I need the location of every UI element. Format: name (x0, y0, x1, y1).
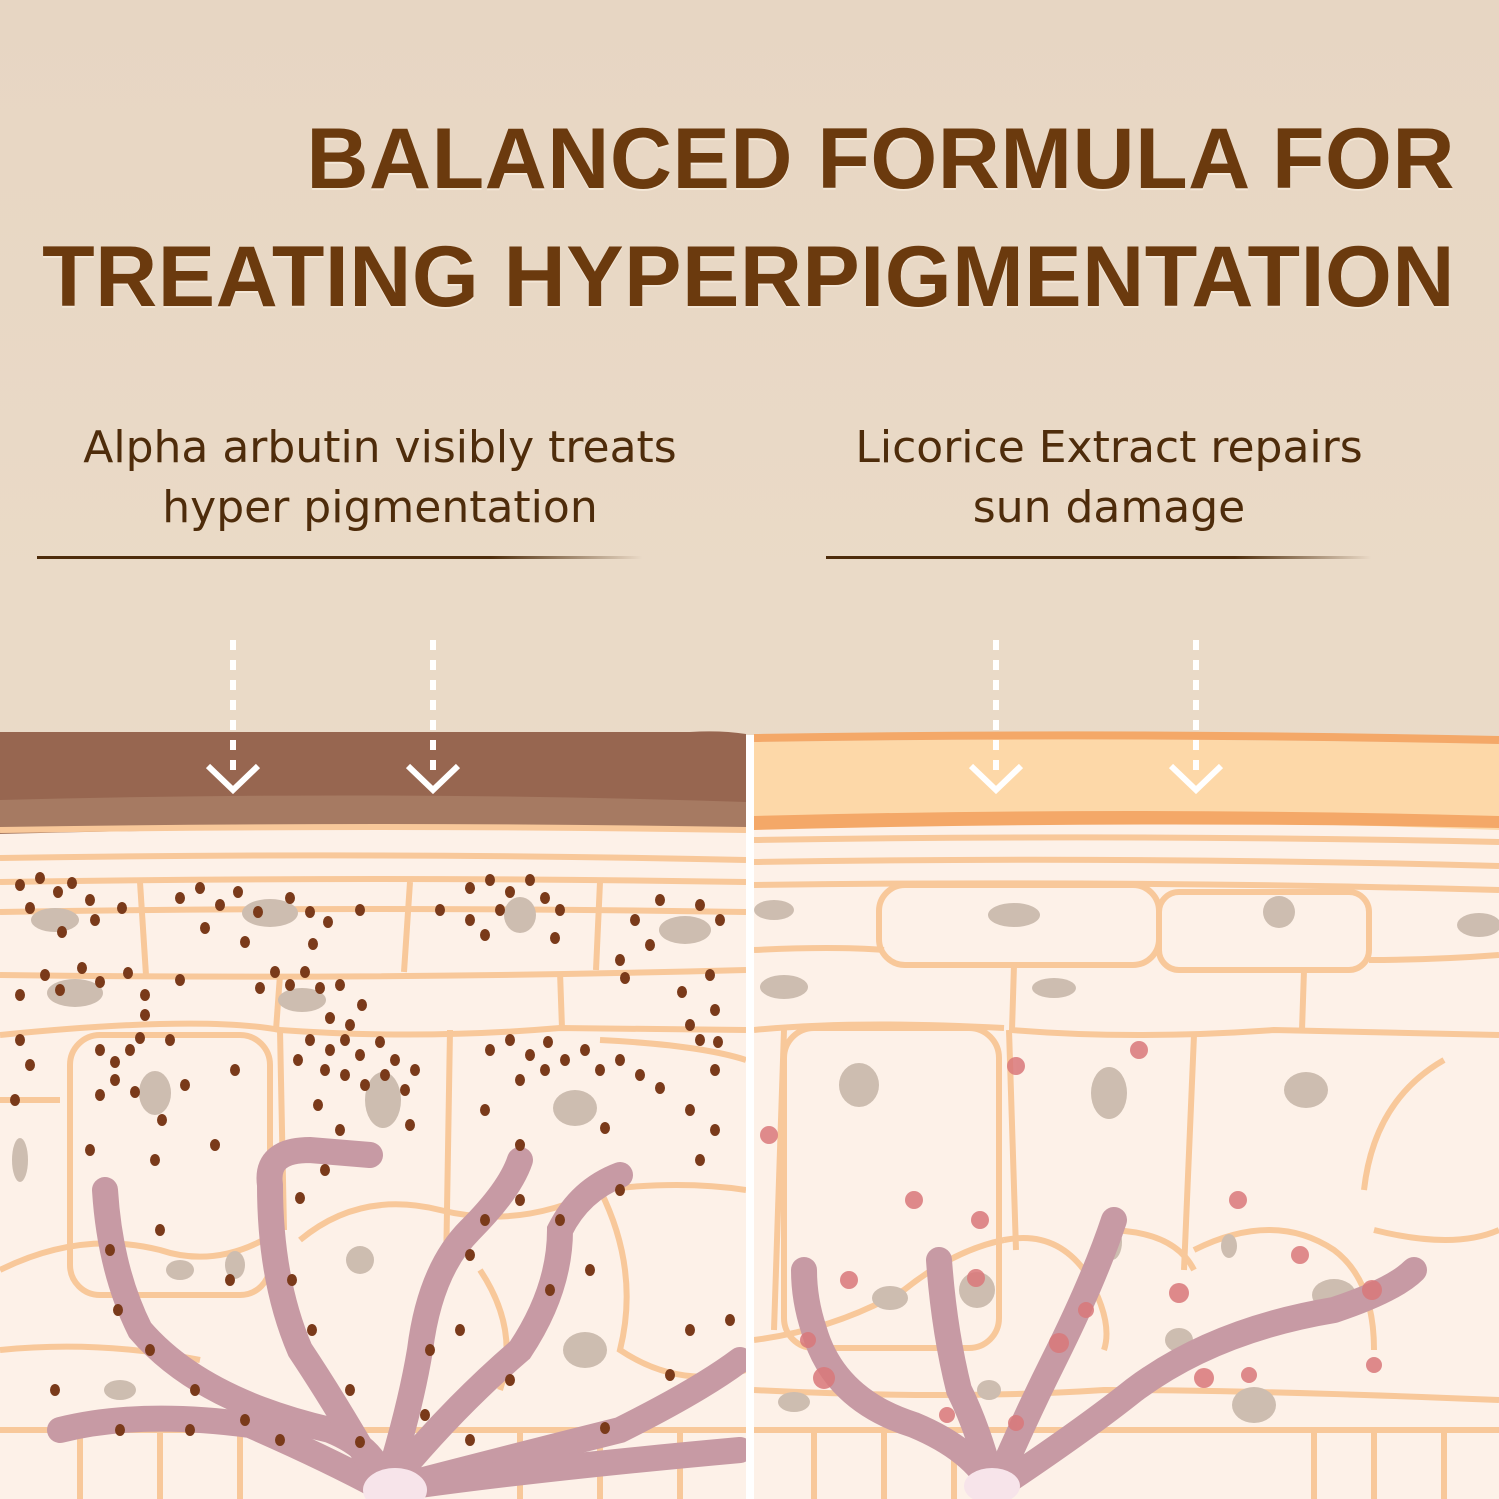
caption-line-1: Alpha arbutin visibly treats (83, 422, 677, 473)
title-line-2: TREATING HYPERPIGMENTATION (42, 229, 1455, 325)
panel-licorice-extract: Licorice Extract repairs sun damage (754, 0, 1499, 1499)
melanocyte (791, 1207, 1427, 1499)
page-title: BALANCED FORMULA FOR TREATING HYPERPIGME… (15, 100, 1455, 336)
stratum-corneum-clear (754, 739, 1499, 830)
caption-underline (37, 556, 642, 559)
panel-alpha-arbutin: Alpha arbutin visibly treats hyper pigme… (0, 0, 746, 1499)
skin-cross-section-hyperpigmented (0, 640, 746, 1499)
title-line-1: BALANCED FORMULA FOR (306, 111, 1455, 207)
dotted-down-arrow-icon (968, 640, 1224, 795)
caption-line-2: sun damage (972, 482, 1246, 533)
caption-line-2: hyper pigmentation (162, 482, 598, 533)
pigment-spots-reduced (760, 1041, 1382, 1431)
skin-cross-section-repaired (754, 640, 1499, 1499)
melanin-granules (10, 872, 735, 1448)
caption-line-1: Licorice Extract repairs (855, 422, 1363, 473)
caption-licorice-extract: Licorice Extract repairs sun damage (794, 418, 1424, 538)
caption-alpha-arbutin: Alpha arbutin visibly treats hyper pigme… (20, 418, 740, 538)
dotted-down-arrow-icon (205, 640, 461, 795)
panel-divider (746, 735, 754, 1499)
caption-underline (826, 556, 1371, 559)
